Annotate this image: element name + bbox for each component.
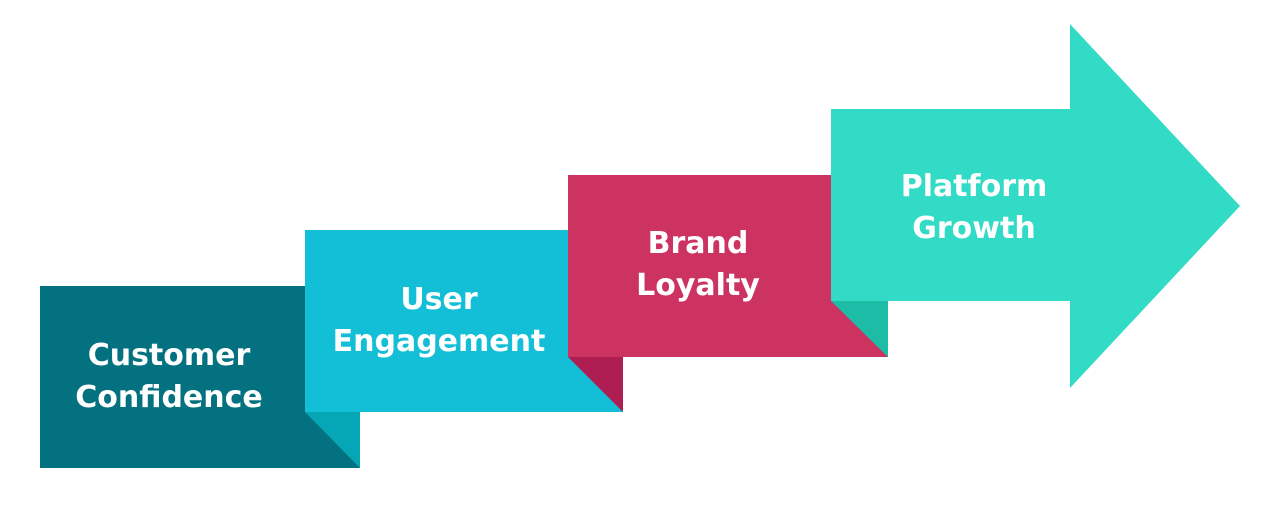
step-label-platform-growth: Platform Growth — [900, 169, 1048, 246]
fold-platform-growth — [831, 301, 888, 357]
step-label-customer-confidence: Customer Confidence — [75, 338, 263, 415]
fold-brand-loyalty — [568, 357, 623, 412]
step-label-user-engagement: User Engagement — [332, 282, 546, 359]
step-arrow-platform-growth — [831, 24, 1240, 388]
step-label-brand-loyalty: Brand Loyalty — [636, 226, 760, 303]
fold-user-engagement — [305, 412, 360, 468]
